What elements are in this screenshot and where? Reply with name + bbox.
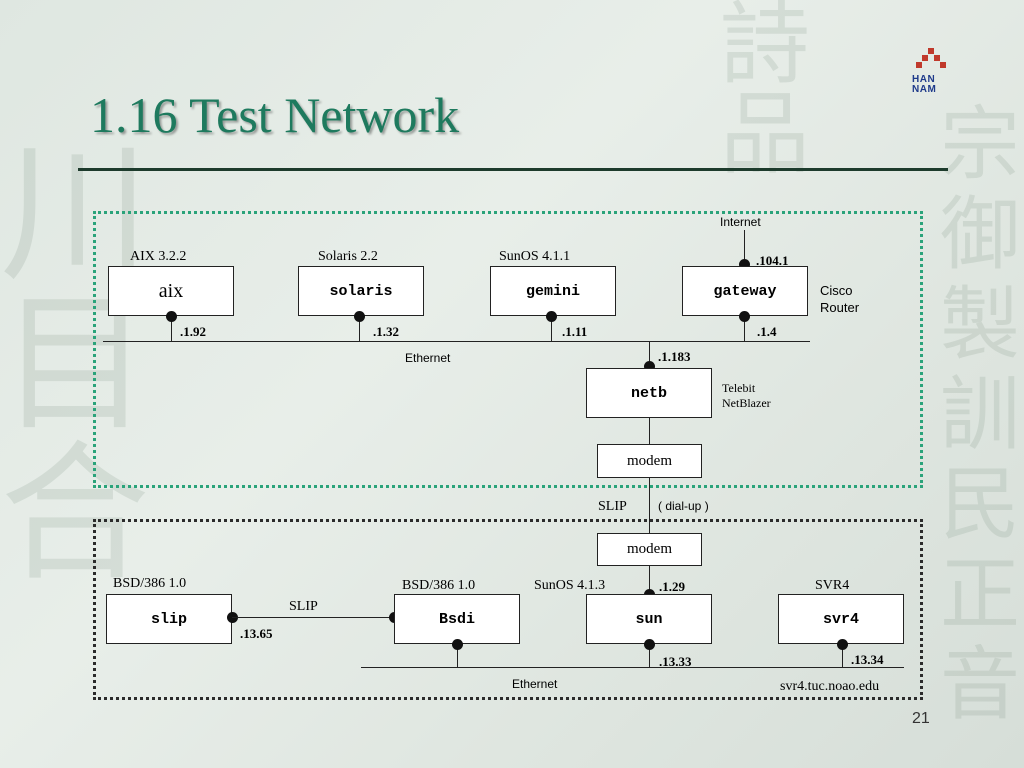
sun-address: .13.33 — [659, 654, 692, 669]
solaris-drop — [359, 316, 360, 341]
aix-os-label: AIX 3.2.2 — [130, 249, 187, 264]
internet-label: Internet — [720, 215, 761, 229]
gemini-os-label: SunOS 4.1.1 — [499, 249, 571, 264]
logo-line-2: NAM — [912, 84, 937, 95]
background-calligraphy-right: 宗御製訓民正音 — [940, 98, 1020, 731]
aix-drop — [171, 316, 172, 341]
gateway-drop — [744, 316, 745, 341]
logo-line-1: HAN — [912, 74, 936, 85]
svr4-drop — [842, 644, 843, 667]
bsdi-drop — [457, 644, 458, 667]
dialup-note: ( dial-up ) — [658, 499, 709, 513]
netb-port-dot — [644, 361, 655, 372]
lower-modem[interactable]: modem — [597, 533, 702, 566]
upper-ethernet-label: Ethernet — [405, 351, 451, 365]
solaris-host[interactable]: solaris — [298, 266, 424, 316]
upper-modem[interactable]: modem — [597, 444, 702, 478]
gateway-address: .1.4 — [757, 324, 777, 339]
aix-port-dot — [166, 311, 177, 322]
gemini-drop — [551, 316, 552, 341]
sun-port-dot — [644, 639, 655, 650]
slip-host[interactable]: slip — [106, 594, 232, 644]
dialup-slip-label: SLIP — [598, 499, 627, 514]
gateway-uplink-address: .104.1 — [756, 253, 789, 268]
upper-ethernet-bus — [103, 341, 810, 342]
slip-link-label: SLIP — [289, 599, 318, 614]
hannam-logo-icon — [916, 48, 946, 68]
netb-modem-link — [649, 418, 650, 444]
gateway-port-dot — [739, 311, 750, 322]
svr4-os-label: SVR4 — [815, 578, 850, 593]
solaris-port-dot — [354, 311, 365, 322]
lower-ethernet-bus — [361, 667, 904, 668]
svr4-host[interactable]: svr4 — [778, 594, 904, 644]
svr4-address: .13.34 — [851, 652, 884, 667]
netb-host[interactable]: netb — [586, 368, 712, 418]
svr4-port-dot — [837, 639, 848, 650]
page-number: 21 — [912, 710, 930, 727]
gateway-host[interactable]: gateway — [682, 266, 808, 316]
aix-address: .1.92 — [180, 324, 206, 339]
solaris-address: .1.32 — [373, 324, 399, 339]
netb-uplink — [649, 341, 650, 368]
title-divider — [78, 168, 948, 171]
gemini-port-dot — [546, 311, 557, 322]
netb-note-2: NetBlazer — [722, 396, 771, 410]
solaris-os-label: Solaris 2.2 — [318, 249, 378, 264]
sun-host[interactable]: sun — [586, 594, 712, 644]
bsdi-os-label: BSD/386 1.0 — [402, 578, 476, 593]
logo-text: HAN NAM — [912, 75, 936, 95]
upper-network-region — [93, 211, 923, 488]
gemini-address: .1.11 — [562, 324, 588, 339]
lower-ethernet-label: Ethernet — [512, 677, 558, 691]
slip-address: .13.65 — [240, 626, 273, 641]
gateway-uplink-dot — [739, 259, 750, 270]
dialup-link — [649, 478, 650, 533]
gateway-note-1: Cisco — [820, 283, 853, 298]
aix-host[interactable]: aix — [108, 266, 234, 316]
modem-sun-link — [649, 566, 650, 595]
slip-os-label: BSD/386 1.0 — [113, 576, 187, 591]
netb-note-1: Telebit — [722, 381, 756, 395]
sun-modem-address: .1.29 — [659, 579, 685, 594]
sun-drop — [649, 644, 650, 667]
background-calligraphy-center: 詩品 — [720, 0, 810, 187]
page-title: 1.16 Test Network — [90, 87, 460, 143]
internet-uplink — [744, 230, 745, 266]
gateway-note-2: Router — [820, 300, 860, 315]
netb-address: .1.183 — [658, 349, 691, 364]
slip-serial-link — [232, 617, 394, 618]
lower-network-region — [93, 519, 923, 700]
bsdi-host[interactable]: Bsdi — [394, 594, 520, 644]
gemini-host[interactable]: gemini — [490, 266, 616, 316]
source-credit: svr4.tuc.noao.edu — [780, 679, 880, 694]
sun-os-label: SunOS 4.1.3 — [534, 578, 606, 593]
bsdi-port-dot — [452, 639, 463, 650]
